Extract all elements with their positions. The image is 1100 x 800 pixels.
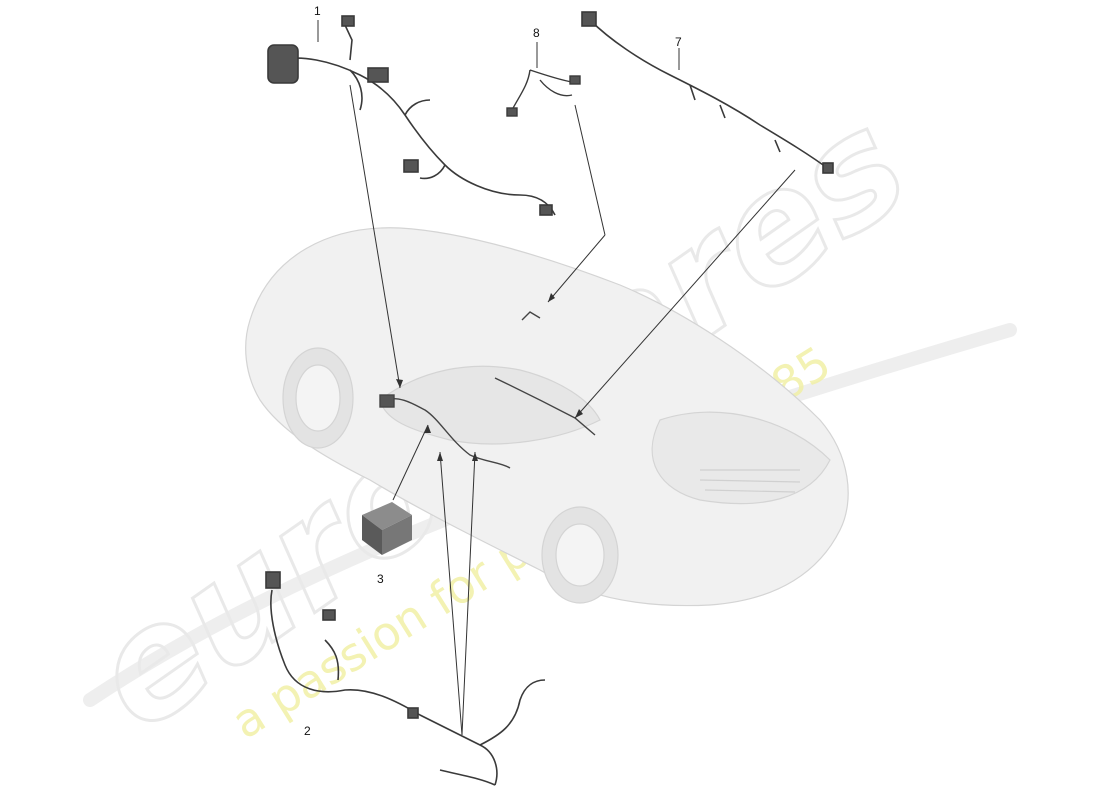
leader-line-1-arrow xyxy=(349,84,401,389)
installed-rear-harness xyxy=(494,377,596,436)
installed-connector xyxy=(379,394,395,408)
leader-line-2-b xyxy=(439,451,463,736)
installed-front-harness xyxy=(384,398,511,469)
car-windshield xyxy=(379,365,601,445)
callout-2: 2 xyxy=(304,724,311,738)
installed-harness xyxy=(379,311,596,469)
leader-line-7-arrow xyxy=(574,169,796,419)
leader-line-3 xyxy=(392,424,429,501)
callout-3: 3 xyxy=(377,572,384,586)
rear-grille xyxy=(699,469,801,493)
leader-line-8-arrow xyxy=(574,104,606,236)
part-8-roof-harness xyxy=(506,69,581,117)
front-wheel-rim xyxy=(295,364,341,432)
part-2-floor-harness xyxy=(265,571,546,786)
leader-line-8-arrow-2 xyxy=(547,234,606,303)
callouts: 1 2 3 7 8 xyxy=(304,4,682,738)
car-rear-deck xyxy=(651,411,831,505)
callout-8: 8 xyxy=(533,26,540,40)
part-3-control-unit xyxy=(362,502,412,555)
part-1-front-harness xyxy=(267,15,556,216)
leader-lines xyxy=(317,20,796,736)
rear-wheel-rim xyxy=(555,523,605,587)
installed-roof-harness xyxy=(521,311,541,321)
arrowheads xyxy=(396,293,583,461)
leader-line-2-a xyxy=(461,451,476,736)
callout-1: 1 xyxy=(314,4,321,18)
car-illustration xyxy=(245,227,849,607)
part-7-rear-harness xyxy=(581,11,834,174)
callout-7: 7 xyxy=(675,35,682,49)
